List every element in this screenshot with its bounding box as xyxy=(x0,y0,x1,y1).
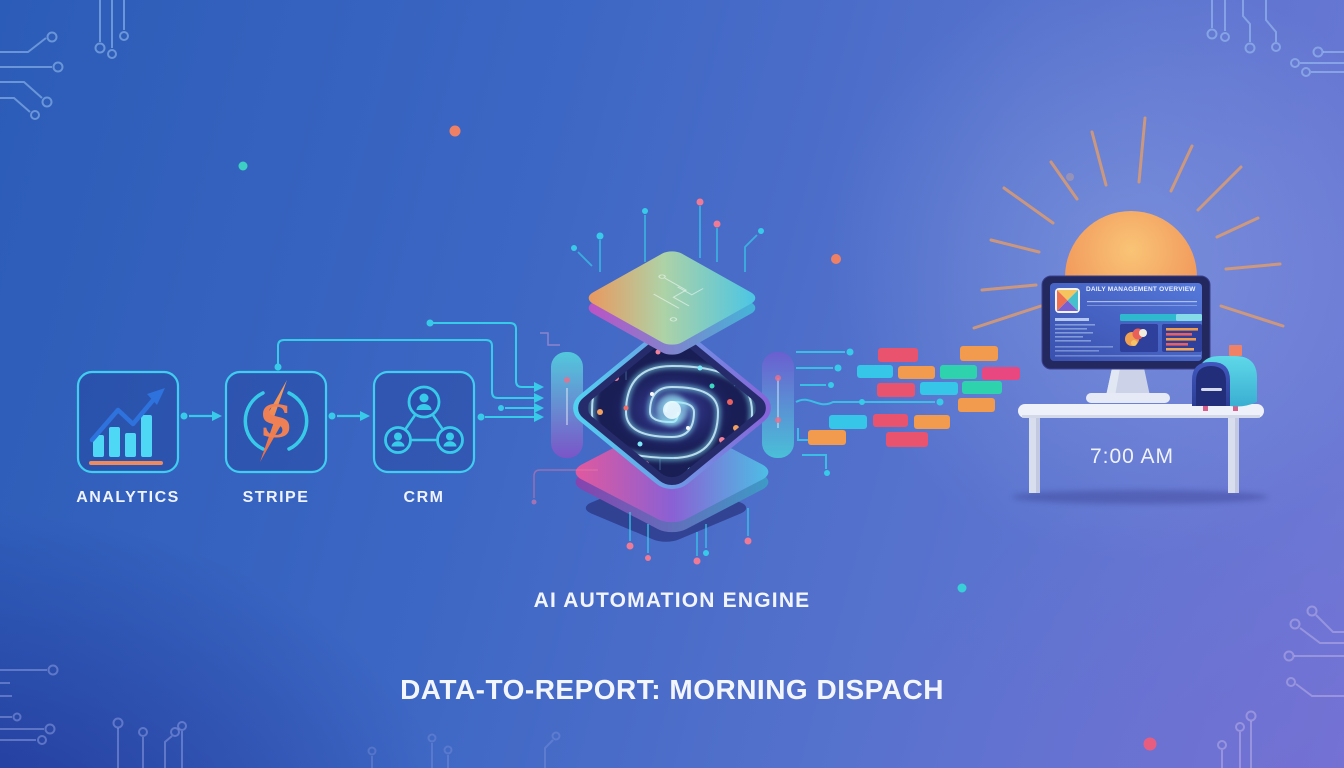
report-screen-title: DAILY MANAGEMENT OVERVIEW xyxy=(1086,286,1196,293)
engine-side-tabs xyxy=(551,352,794,458)
engine-output-lines xyxy=(795,348,944,476)
top-plate-traces xyxy=(653,274,704,322)
mailbox-flag xyxy=(1229,345,1242,356)
circuit-decoration-top-right xyxy=(1206,0,1344,77)
circuit-decoration-bottom-right xyxy=(1217,605,1344,768)
source-label-stripe: STRIPE xyxy=(242,489,310,506)
monitor xyxy=(1041,275,1211,370)
engine-circuit-stubs-bottom xyxy=(531,469,752,565)
report-logo-icon xyxy=(1055,288,1080,313)
report-content xyxy=(1055,301,1202,357)
engine-circuit-stubs-top xyxy=(571,198,764,272)
monitor-stand xyxy=(1086,368,1170,403)
desk xyxy=(1018,404,1264,493)
engine-label: AI AUTOMATION ENGINE xyxy=(533,589,811,612)
delivery-time-label: 7:00 AM xyxy=(1089,445,1175,468)
flow-arrow-2 xyxy=(328,411,370,421)
circuit-decoration-top-left xyxy=(0,0,129,120)
circuit-decoration-bottom-center xyxy=(367,731,561,768)
flow-arrow-1 xyxy=(180,411,222,421)
stripe-s-letter: S xyxy=(260,397,292,448)
floor-shadow xyxy=(1012,490,1268,504)
circuit-decoration-bottom-left xyxy=(0,664,187,768)
source-box-crm xyxy=(372,370,476,474)
engine-top-plate xyxy=(588,251,756,345)
sun-rays xyxy=(972,116,1285,330)
desk-scene xyxy=(1012,275,1268,504)
floating-dots xyxy=(238,125,1157,751)
lightning-s-icon: S xyxy=(243,380,309,462)
mailbox-icon xyxy=(1192,345,1257,411)
source-box-stripe: S xyxy=(224,370,328,474)
source-label-analytics: ANALYTICS xyxy=(76,489,180,506)
main-title: DATA-TO-REPORT: MORNING DISPACH xyxy=(400,674,944,705)
connector-lines-to-engine xyxy=(274,319,560,422)
ai-engine xyxy=(531,198,794,565)
source-label-crm: CRM xyxy=(403,489,445,506)
team-network-icon xyxy=(384,385,464,454)
bar-chart-growth-icon xyxy=(89,388,165,465)
source-box-analytics xyxy=(76,370,180,474)
